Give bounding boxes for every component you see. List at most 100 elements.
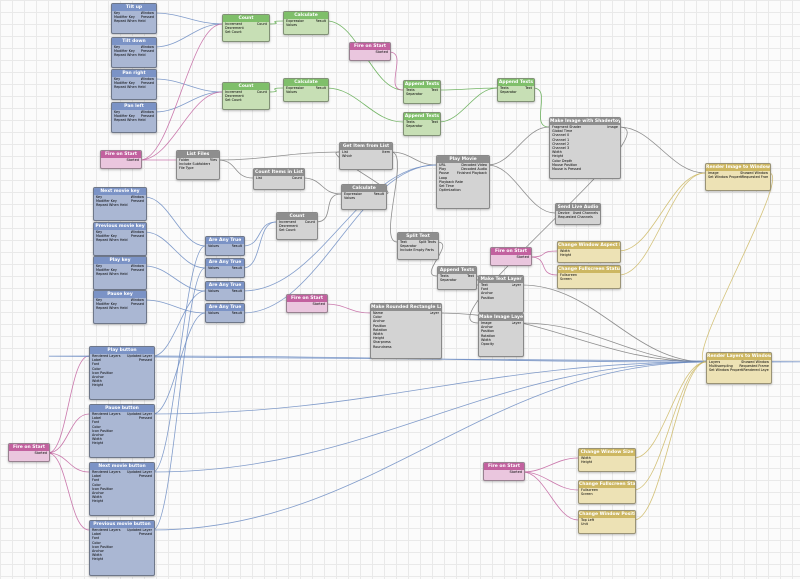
input-port[interactable]: Opacity	[481, 342, 495, 347]
input-port[interactable]: Modifier Key	[96, 199, 117, 204]
input-port[interactable]: Width	[481, 337, 491, 342]
input-port[interactable]: Set Count	[225, 98, 242, 103]
output-port[interactable]: Finished Playback	[456, 171, 487, 176]
input-port[interactable]: Modifier Key	[114, 114, 135, 119]
cable[interactable]	[487, 126, 550, 166]
input-port[interactable]: Expression	[286, 19, 305, 23]
cable[interactable]	[217, 151, 340, 161]
cable[interactable]	[217, 159, 254, 179]
input-port[interactable]: Key	[96, 264, 103, 268]
input-port[interactable]: Mouse is Pressed	[552, 167, 582, 172]
output-port[interactable]: Decoded Video	[461, 163, 487, 167]
input-port[interactable]: Decrement	[279, 224, 298, 229]
input-port[interactable]: Channel 0	[552, 133, 570, 138]
input-port[interactable]: Decrement	[225, 94, 244, 99]
output-port[interactable]: Window	[130, 195, 144, 199]
input-port[interactable]: Rotation	[373, 327, 388, 332]
input-port[interactable]: Font	[92, 536, 100, 541]
cable[interactable]	[702, 172, 773, 363]
output-port[interactable]: Result	[231, 244, 242, 248]
input-port[interactable]: Modifier Key	[114, 49, 135, 54]
input-port[interactable]: Height	[92, 383, 104, 388]
output-port[interactable]: Pressed	[140, 81, 154, 86]
output-port[interactable]: Window	[130, 264, 144, 268]
input-port[interactable]: Height	[92, 499, 104, 504]
input-port[interactable]: Global Time	[552, 129, 573, 134]
input-port[interactable]: Label	[92, 532, 102, 537]
cable[interactable]	[469, 126, 628, 324]
cable[interactable]	[47, 452, 90, 531]
output-port[interactable]: Pressed	[138, 532, 152, 537]
cable[interactable]	[633, 361, 707, 459]
output-port[interactable]: Updated Layer	[127, 470, 152, 474]
input-port[interactable]: Values	[344, 196, 356, 201]
cable[interactable]	[529, 256, 558, 276]
input-port[interactable]: Key	[114, 11, 121, 15]
cable[interactable]	[152, 361, 707, 415]
cable[interactable]	[139, 91, 223, 161]
input-port[interactable]: Separator	[400, 244, 417, 249]
output-port[interactable]: Text	[467, 274, 474, 278]
input-port[interactable]: Repeat When Held	[96, 306, 128, 311]
input-port[interactable]: Rotation	[481, 333, 496, 338]
output-port[interactable]: Image	[607, 125, 618, 129]
input-port[interactable]: Requested Channels	[558, 215, 593, 220]
output-port[interactable]: Pressed	[138, 474, 152, 479]
node-make-rounded-rectangle-layer[interactable]: Make Rounded Rectangle LayerNameLayerCol…	[370, 303, 442, 359]
input-port[interactable]: File Type	[179, 166, 194, 171]
input-port[interactable]: Anchor	[481, 291, 493, 296]
input-port[interactable]: Play	[439, 167, 447, 172]
input-port[interactable]: Separator	[406, 124, 423, 129]
output-port[interactable]: Result	[231, 266, 242, 270]
input-port[interactable]: Values	[208, 244, 220, 248]
input-port[interactable]: Key	[114, 77, 121, 81]
input-port[interactable]: Values	[208, 266, 220, 270]
cable[interactable]	[618, 172, 706, 252]
cable[interactable]	[487, 164, 556, 214]
cable[interactable]	[325, 303, 371, 314]
input-port[interactable]: Top Left	[581, 518, 595, 522]
input-port[interactable]: Height	[92, 557, 104, 562]
input-port[interactable]: Fragment Shader	[552, 125, 582, 129]
cable[interactable]	[152, 361, 707, 531]
input-port[interactable]: Key	[114, 110, 121, 114]
cable[interactable]	[522, 471, 579, 521]
input-port[interactable]: Color Depth	[552, 158, 573, 163]
cable[interactable]	[522, 457, 579, 473]
input-port[interactable]: Playback Rate	[439, 179, 463, 184]
input-port[interactable]: Anchor	[481, 325, 493, 330]
input-port[interactable]: Rendered Layers	[92, 354, 121, 358]
input-port[interactable]: Label	[92, 358, 102, 363]
input-port[interactable]: Set Window Properties	[708, 175, 742, 180]
output-port[interactable]: Started	[126, 158, 139, 162]
input-port[interactable]: Modifier Key	[114, 81, 135, 86]
input-port[interactable]: Label	[92, 416, 102, 421]
input-port[interactable]: Height	[560, 253, 572, 258]
input-port[interactable]: Multisampling	[709, 364, 733, 369]
cable[interactable]	[47, 452, 90, 473]
output-port[interactable]: Result	[373, 192, 384, 196]
input-port[interactable]: Width	[92, 553, 102, 558]
input-port[interactable]: Expression	[286, 86, 305, 90]
cable[interactable]	[529, 250, 558, 258]
output-port[interactable]: Requested Frame	[739, 364, 769, 369]
cable[interactable]	[618, 172, 706, 276]
output-port[interactable]: Count	[256, 22, 267, 26]
output-port[interactable]: Text	[431, 120, 438, 124]
cable[interactable]	[267, 20, 284, 25]
output-port[interactable]: Pressed	[130, 302, 144, 307]
